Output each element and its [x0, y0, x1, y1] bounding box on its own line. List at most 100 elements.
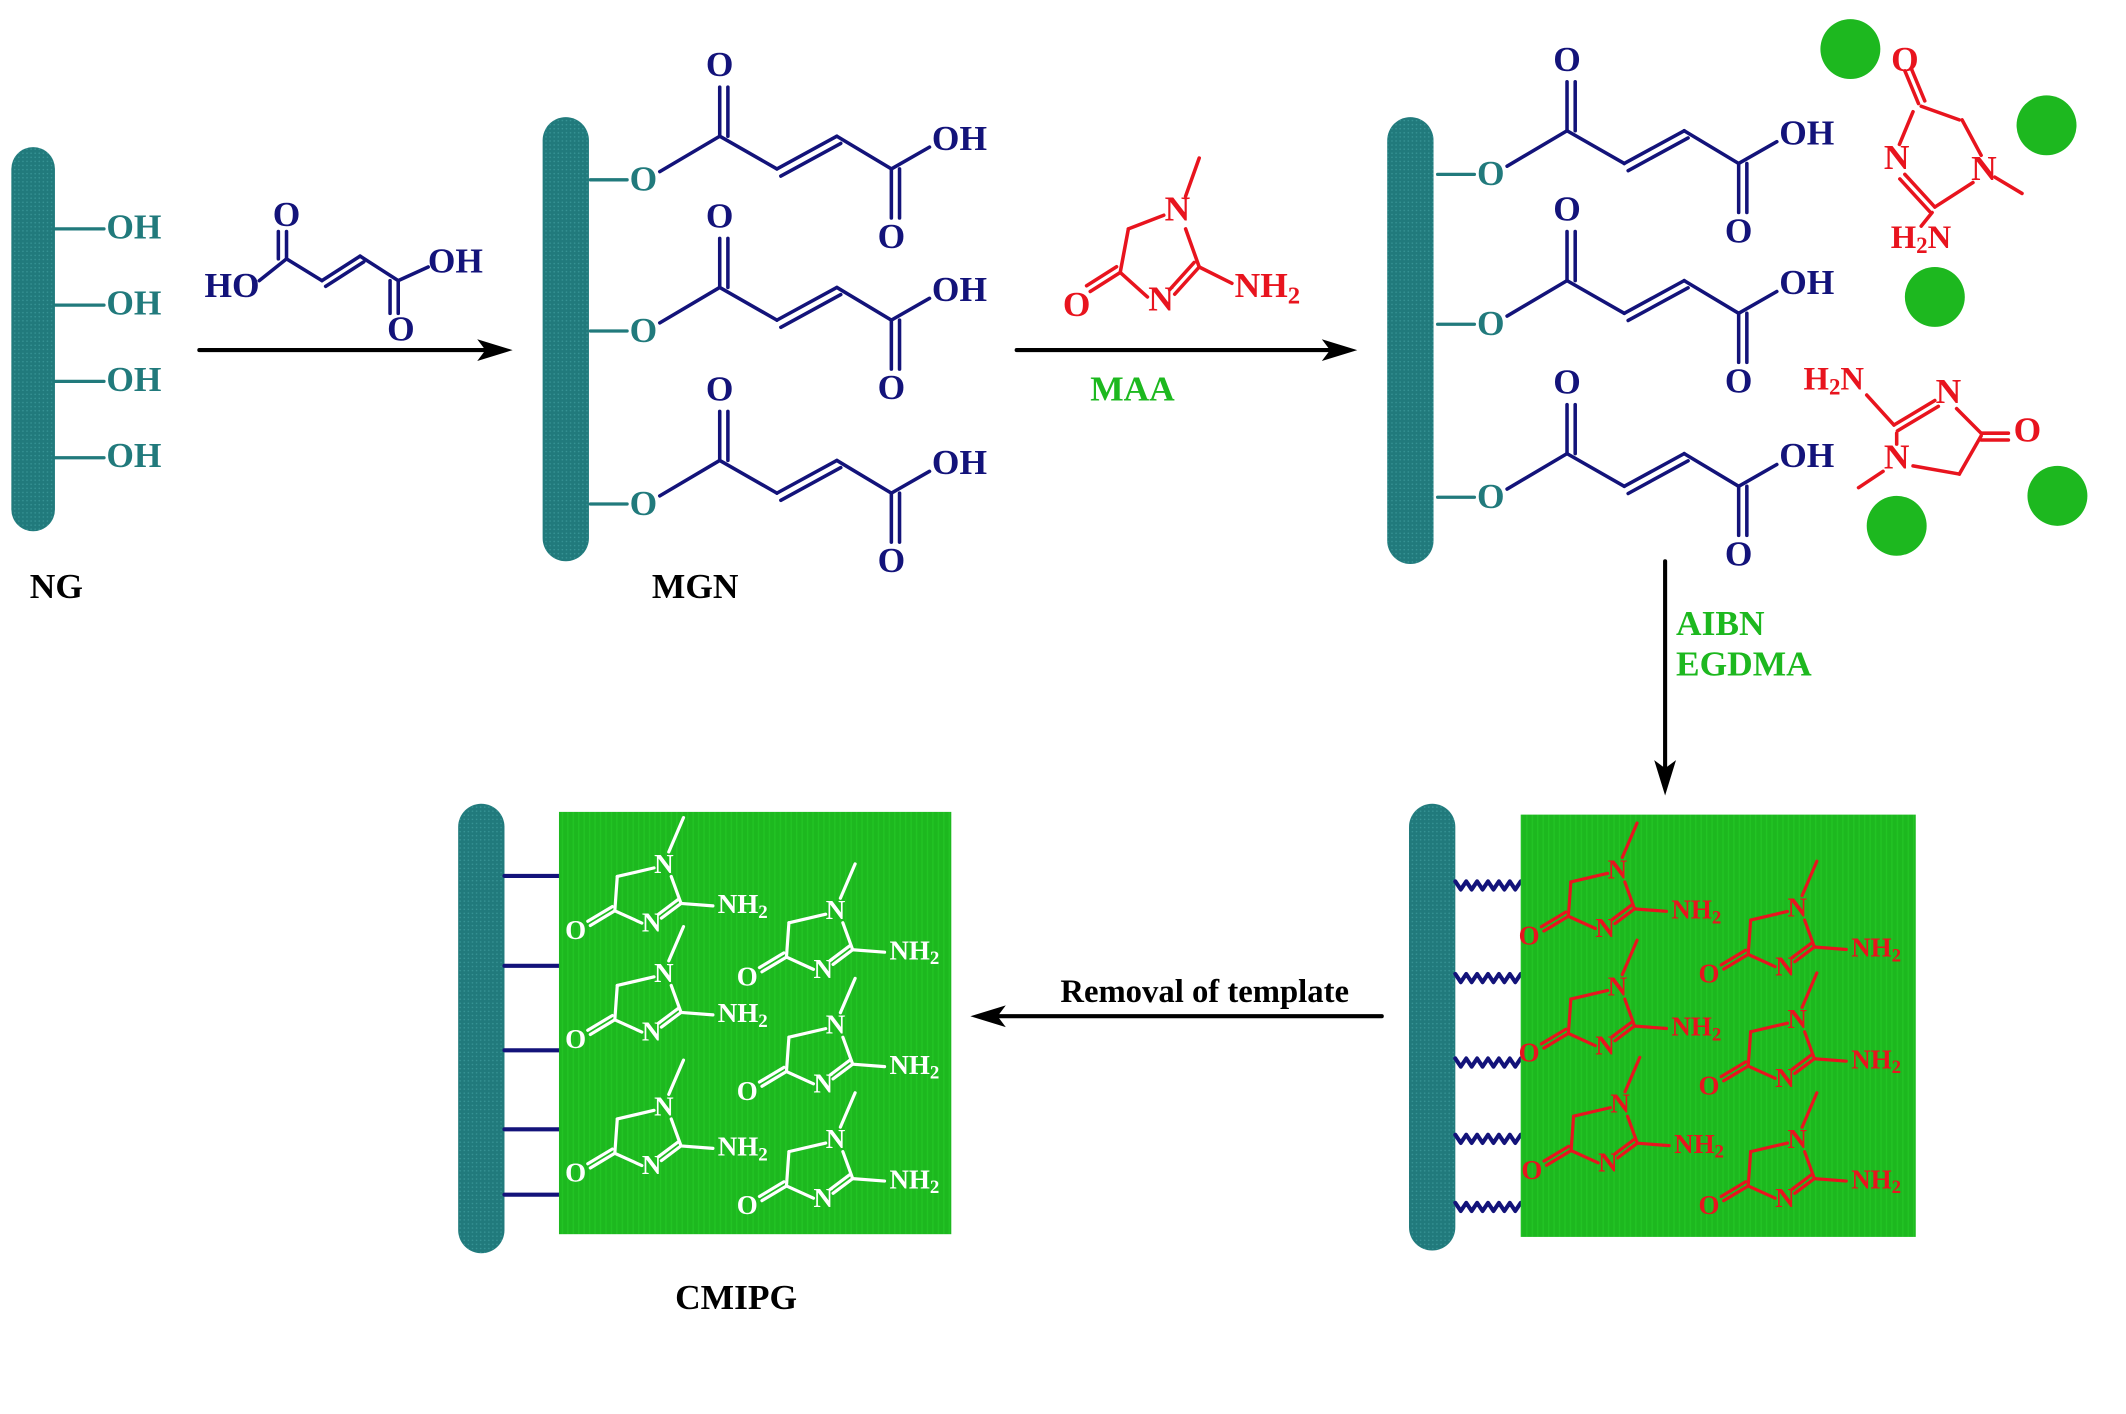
- bond: [658, 134, 722, 174]
- bond: [659, 1144, 683, 1163]
- bond: [1566, 880, 1573, 918]
- oxygen-label: O: [1063, 284, 1091, 324]
- bond: [679, 1010, 715, 1017]
- amine-label: NH2: [718, 889, 768, 923]
- hydroxyl-label: OH: [932, 442, 987, 482]
- oxygen-label: O: [1521, 1155, 1542, 1185]
- bond: [717, 458, 779, 495]
- bond: [588, 1018, 617, 1037]
- nitrogen-label: N: [1788, 1124, 1808, 1154]
- nitrogen-label: N: [1610, 1089, 1630, 1119]
- bond: [1812, 1057, 1848, 1063]
- double-bond: [779, 292, 843, 330]
- bond: [667, 1058, 686, 1097]
- nitrogen-label: N: [642, 1017, 662, 1047]
- amine-label: NH2: [1671, 895, 1721, 929]
- bond: [1569, 1148, 1600, 1165]
- label-removal: Removal of template: [1060, 974, 1349, 1010]
- hydroxyl-label: OH: [1779, 262, 1834, 302]
- nitrogen-label: N: [814, 954, 834, 984]
- bond: [1569, 871, 1610, 884]
- bond: [1793, 945, 1817, 964]
- bond: [851, 1177, 887, 1183]
- amine-label: H2N: [1804, 361, 1865, 400]
- oxygen-label: O: [1891, 39, 1919, 79]
- bond: [1746, 952, 1777, 969]
- amine-label: NH2: [1674, 1129, 1724, 1163]
- bond: [838, 862, 857, 900]
- nitrogen-label: N: [814, 1068, 834, 1098]
- bond: [717, 285, 779, 322]
- bond: [257, 257, 289, 283]
- nitrogen-label: N: [1148, 279, 1174, 319]
- bond: [835, 285, 894, 322]
- amine-label: NH2: [1851, 1164, 1901, 1198]
- hydroxyl-label: OH: [106, 206, 161, 246]
- double-bond: [1719, 1180, 1748, 1199]
- bond: [1903, 69, 1921, 106]
- double-bond: [1898, 177, 1932, 214]
- bond: [1505, 129, 1569, 168]
- oxygen-label: O: [1725, 533, 1753, 573]
- oxygen-label: O: [2014, 409, 2042, 449]
- bond: [1746, 1064, 1777, 1080]
- amine-label: NH2: [718, 998, 768, 1032]
- bond: [851, 948, 887, 954]
- bond: [588, 909, 617, 928]
- oxygen-label: O: [706, 44, 734, 84]
- nitrogen-label: N: [654, 849, 674, 879]
- bond: [667, 816, 686, 854]
- bond: [613, 909, 644, 925]
- nitrogen-label: N: [642, 908, 662, 938]
- bond: [717, 134, 779, 171]
- bond: [1736, 139, 1779, 166]
- nitrogen-label: N: [1595, 913, 1615, 943]
- bond: [784, 1035, 791, 1074]
- double-bond: [757, 951, 786, 970]
- bond: [1505, 278, 1569, 318]
- bond: [831, 948, 855, 967]
- arrow-step2-icon: [1014, 339, 1358, 361]
- double-bond: [1167, 260, 1196, 292]
- oxygen-label: O: [1553, 189, 1581, 229]
- bond: [835, 458, 894, 495]
- double-bond: [1539, 1027, 1568, 1046]
- graphene-sheet-complex: [1387, 117, 1434, 564]
- double-bond: [1610, 903, 1634, 922]
- arrow-step4-icon: [970, 1005, 1384, 1028]
- bond: [358, 254, 401, 283]
- bond: [1864, 393, 1896, 427]
- bond: [1565, 129, 1627, 166]
- bond: [760, 1069, 789, 1088]
- double-bond: [1626, 136, 1690, 173]
- bond: [1633, 1024, 1669, 1031]
- bond: [1793, 1177, 1817, 1195]
- nitrogen-label: N: [1598, 1147, 1618, 1177]
- nitrogen-label: N: [1775, 1063, 1795, 1093]
- arrow-step1-icon: [197, 339, 513, 361]
- hydroxyl-label: OH: [106, 435, 161, 475]
- graphene-sheet-cmipg: [458, 803, 505, 1254]
- bond: [1565, 278, 1627, 316]
- bond: [1566, 1031, 1597, 1048]
- bond: [775, 285, 839, 322]
- bond: [1622, 278, 1686, 316]
- oxygen-label: O: [1553, 362, 1581, 402]
- amine-label: NH2: [1235, 265, 1301, 309]
- bond: [1682, 451, 1741, 489]
- double-bond: [323, 260, 366, 289]
- bond: [1613, 907, 1637, 926]
- hydroxyl-group: OH: [53, 206, 162, 246]
- bond: [1569, 988, 1610, 1001]
- bond: [615, 866, 656, 879]
- polymer-linker: [1453, 1132, 1523, 1145]
- double-bond: [1626, 286, 1690, 323]
- double-bond: [1790, 941, 1814, 960]
- hydroxyl-label: OH: [932, 269, 987, 309]
